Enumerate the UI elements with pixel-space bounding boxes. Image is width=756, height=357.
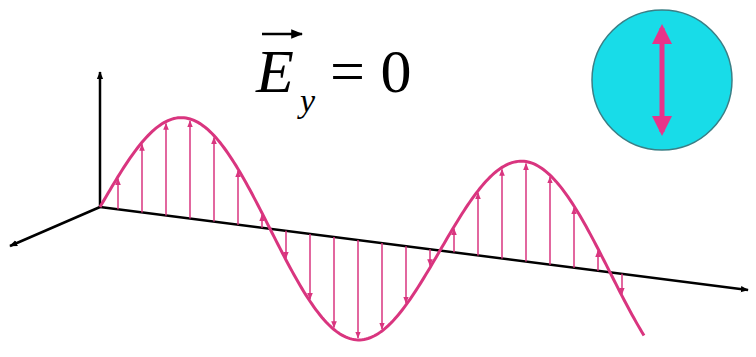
electric-field-wave: [100, 118, 644, 340]
field-symbol: E: [256, 40, 294, 102]
field-vector: [597, 251, 599, 271]
field-vector: [213, 138, 215, 222]
field-vector: [261, 215, 263, 228]
wave-curve: [100, 118, 644, 340]
field-vector: [309, 234, 311, 299]
field-vector: [501, 169, 503, 258]
horizontal-axis: [10, 207, 100, 246]
field-vector: [477, 193, 479, 256]
field-vector: [141, 144, 143, 212]
field-vector: [357, 240, 359, 338]
field-vector: [117, 179, 119, 210]
field-vector: [453, 229, 455, 253]
field-vector: [525, 164, 527, 262]
field-vector: [165, 124, 167, 216]
field-vector: [573, 208, 575, 268]
polarization-disc: [592, 10, 732, 150]
field-vector: [381, 243, 383, 329]
field-vector: [621, 274, 623, 294]
field-vector: [549, 177, 551, 265]
field-vector: [333, 237, 335, 328]
field-value: = 0: [330, 40, 411, 102]
vertical-axis: [99, 72, 102, 207]
field-vector: [237, 171, 239, 225]
field-vector: [429, 249, 431, 265]
field-vector: [285, 231, 287, 258]
polarization-circle: [592, 10, 732, 150]
vector-arrow: [262, 33, 302, 36]
field-subscript: y: [300, 84, 315, 118]
polarization-double-arrow: [660, 28, 665, 132]
field-vector: [405, 246, 407, 303]
field-vector: [189, 121, 191, 219]
